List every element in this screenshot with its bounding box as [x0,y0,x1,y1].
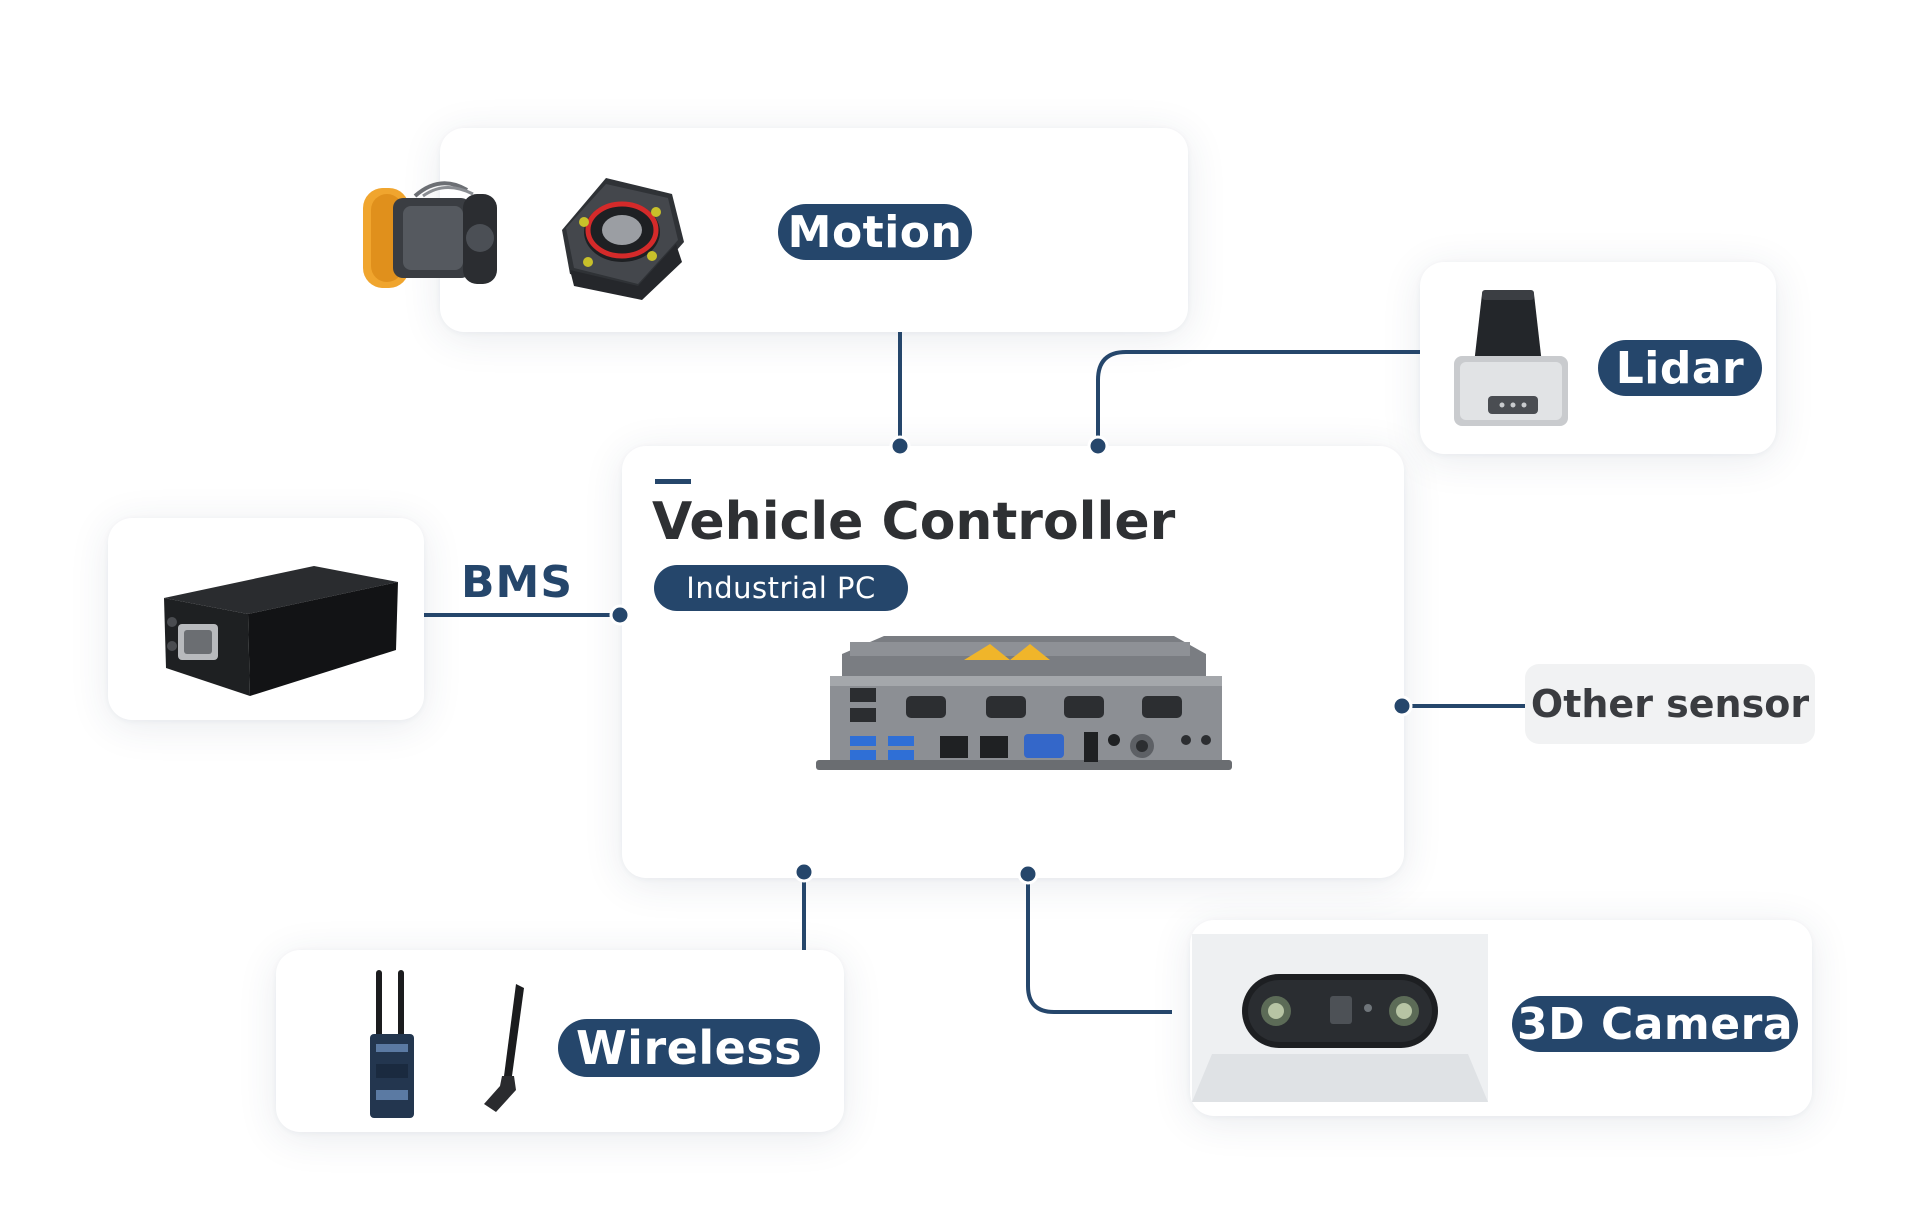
title-accent-bar [655,479,691,484]
wireless-card: Wireless [276,950,844,1132]
bms-label: BMS [461,557,574,608]
lidar-card: Lidar [1420,262,1776,454]
other-sensor-tag: Other sensor [1525,664,1815,744]
drive-wheel-icon [363,181,497,288]
stereo-camera-icon [1192,934,1488,1102]
motion-badge: Motion [778,204,972,260]
industrial-pc-icon [816,636,1232,770]
antenna-icon [484,984,524,1112]
camera-3d-card: 3D Camera [1190,920,1812,1116]
battery-pack-icon [164,566,398,696]
lidar-badge: Lidar [1598,340,1762,396]
wireless-router-icon [370,970,414,1118]
lidar-sensor-icon [1454,290,1568,426]
lidar-connector [1096,350,1420,446]
motor-mount-icon [562,178,684,300]
camera-connector [1026,874,1172,1014]
camera-3d-badge: 3D Camera [1512,996,1798,1052]
controller-title: Vehicle Controller [652,492,1176,552]
bms-card [108,518,424,720]
motion-card: Motion [363,128,1188,332]
wireless-badge: Wireless [558,1019,820,1077]
industrial-pc-badge: Industrial PC [654,565,908,611]
